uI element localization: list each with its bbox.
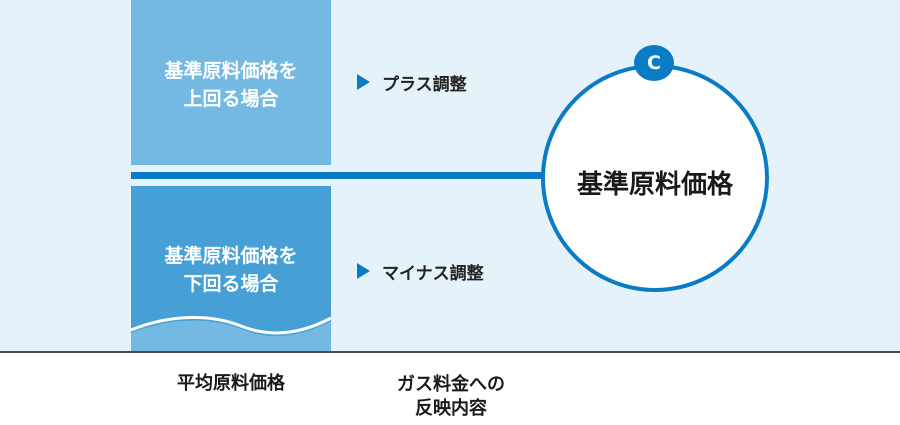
upper-block-line2: 上回る場合 xyxy=(183,88,279,110)
triangle-right-icon xyxy=(357,74,370,90)
wave-decoration xyxy=(131,315,331,352)
lower-price-block: 基準原料価格を 下回る場合 xyxy=(131,186,331,352)
base-price-circle: 基準原料価格 xyxy=(541,64,769,292)
plus-adjustment-label: プラス調整 xyxy=(382,74,467,95)
lower-block-line2: 下回る場合 xyxy=(183,273,279,295)
reflection-label-line1: ガス料金への xyxy=(397,374,505,395)
baseline xyxy=(0,351,900,353)
upper-block-line1: 基準原料価格を xyxy=(164,60,298,82)
upper-block-text: 基準原料価格を 上回る場合 xyxy=(131,57,331,113)
reflection-label: ガス料金への 反映内容 xyxy=(351,373,551,421)
c-badge: C xyxy=(634,45,674,81)
triangle-right-icon xyxy=(357,263,370,279)
average-price-label: 平均原料価格 xyxy=(177,373,285,394)
reflection-label-line2: 反映内容 xyxy=(415,398,487,419)
lower-block-text: 基準原料価格を 下回る場合 xyxy=(131,242,331,298)
lower-block-line1: 基準原料価格を xyxy=(164,245,298,267)
diagram-area: 基準原料価格を 上回る場合 基準原料価格を 下回る場合 プラス調整 マイナス調整… xyxy=(0,0,900,352)
base-price-label: 基準原料価格 xyxy=(576,170,733,200)
minus-adjustment-label: マイナス調整 xyxy=(382,263,484,284)
minus-adjustment: マイナス調整 xyxy=(357,259,484,284)
upper-price-block: 基準原料価格を 上回る場合 xyxy=(131,0,331,165)
plus-adjustment: プラス調整 xyxy=(357,70,467,95)
reference-line xyxy=(131,172,543,179)
